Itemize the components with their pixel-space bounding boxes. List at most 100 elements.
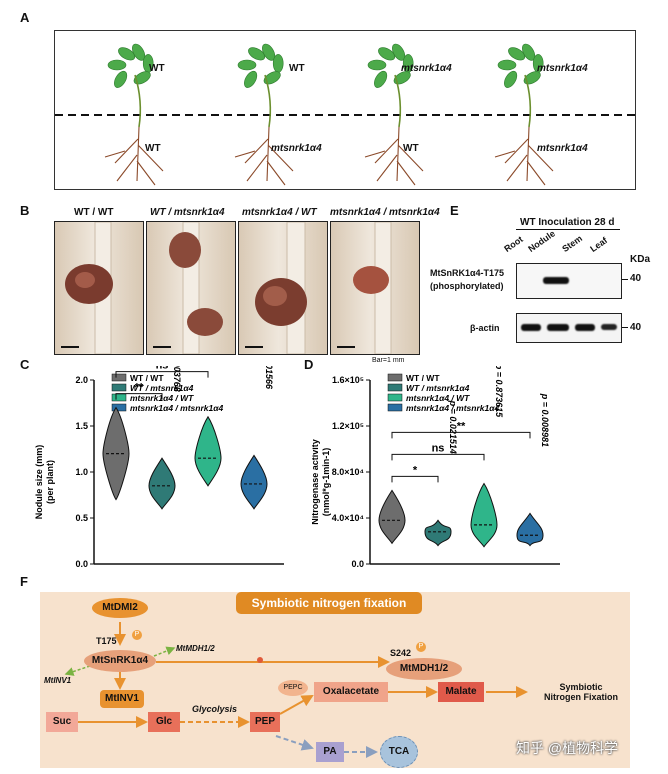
legend-label: mtsnrk1α4 / mtsnrk1α4 — [406, 403, 499, 413]
legend-swatch — [387, 383, 403, 392]
node-mtmdh: MtMDH1/2 — [386, 658, 462, 680]
plant-3 — [364, 43, 424, 186]
node-mtmdh-small: MtMDH1/2 — [176, 644, 215, 653]
y-tick-label: 0.0 — [351, 559, 364, 569]
scale-bar-caption: Bar=1 mm — [372, 357, 405, 364]
legend-label: mtsnrk1α4 / WT — [406, 393, 470, 403]
root-label-3: WT — [403, 143, 419, 154]
y-tick-label: 1.5 — [75, 421, 88, 431]
leaflet — [132, 43, 146, 61]
legend-label: WT / WT — [406, 373, 440, 383]
wb-blot-actin — [516, 313, 622, 343]
pathway-arrows — [64, 622, 528, 758]
leaflet — [118, 47, 136, 61]
grafting-diagram: WT WT mtsnrk1α4 mtsnrk1α4 WT mtsnrk1α4 W… — [54, 30, 636, 190]
leaflet — [262, 43, 276, 61]
p-value-label: p = 0.008981 — [540, 393, 550, 447]
leaflet — [522, 43, 536, 61]
node-glc: Glc — [148, 712, 180, 732]
shoot-label-2: WT — [289, 63, 305, 74]
photo-title-3: mtsnrk1α4 / WT — [242, 207, 317, 218]
node-pep: PEP — [250, 712, 280, 732]
y-tick-label: 1.2×10⁵ — [332, 421, 364, 431]
lane-leaf: Leaf — [588, 235, 610, 254]
node-mtinv1: MtINV1 — [100, 690, 144, 708]
y-tick-label: 0.0 — [75, 559, 88, 569]
grafting-schematic — [55, 43, 635, 186]
stem — [394, 74, 402, 128]
nodule-photo-4 — [330, 221, 420, 355]
root — [364, 126, 424, 186]
node-mtsnrk: MtSnRK1α4 — [84, 650, 156, 672]
node-oxalacetate: Oxalacetate — [314, 682, 388, 702]
p-value-label: p = 0.001566 — [264, 366, 274, 390]
sig-bracket — [115, 371, 209, 378]
y-tick-label: 2.0 — [75, 375, 88, 385]
lane-root: Root — [502, 234, 525, 254]
panel-label-a: A — [20, 10, 30, 25]
label-glycolysis: Glycolysis — [192, 704, 238, 714]
stem — [264, 74, 272, 128]
leaflet — [378, 47, 396, 61]
leaflet — [393, 71, 411, 85]
leaflet — [114, 70, 128, 88]
legend-label: mtsnrk1α4 / mtsnrk1α4 — [130, 403, 223, 413]
legend-swatch — [111, 403, 127, 412]
legend-label: WT / WT — [130, 373, 164, 383]
legend-label: WT / mtsnrk1α4 — [406, 383, 470, 393]
legend-swatch — [387, 373, 403, 382]
node-malate: Malate — [438, 682, 484, 702]
y-tick-label: 0.5 — [75, 513, 88, 523]
wb-blot-phospho — [516, 263, 622, 299]
y-axis-label: Nitrogenase activity — [312, 439, 320, 525]
wb-row1-label-line1: MtSnRK1α4-T175 — [430, 268, 505, 278]
panel-label-f: F — [20, 574, 28, 589]
watermark: 知乎 @植物科学 — [516, 740, 619, 756]
p-value-label: p = 0.003768 — [172, 366, 182, 392]
y-axis-label: (nmol*g-1min-1) — [321, 448, 331, 517]
legend-swatch — [387, 403, 403, 412]
node-pa: PA — [316, 742, 344, 762]
leaflet — [272, 54, 284, 73]
sig-bracket — [391, 431, 531, 439]
wb-header-line — [516, 229, 620, 230]
y-tick-label: 4.0×10⁴ — [332, 513, 364, 523]
wb-row2-label: β-actin — [470, 323, 500, 333]
root-label-2: mtsnrk1α4 — [271, 143, 322, 154]
root — [234, 126, 294, 186]
legend-swatch — [111, 393, 127, 402]
panel-label-d: D — [304, 357, 314, 372]
sig-label: ns — [432, 442, 445, 454]
node-snf: Symbiotic Nitrogen Fixation — [536, 682, 626, 702]
legend-swatch — [111, 373, 127, 382]
pathway-panel: Symbiotic nitrogen fixation MtDMI2 T175 … — [40, 592, 630, 768]
leaflet — [133, 71, 151, 85]
phospho-marker-2: P — [416, 642, 426, 652]
p-value-label: p = 0.021514 — [448, 400, 458, 454]
node-tca: TCA — [380, 736, 418, 768]
root-label-1: WT — [145, 143, 161, 154]
sig-label: ** — [457, 420, 466, 432]
sig-bracket — [115, 393, 163, 400]
lane-nodule: Nodule — [526, 228, 557, 254]
violin-1 — [378, 489, 406, 545]
root-label-4: mtsnrk1α4 — [537, 143, 588, 154]
shoot-label-3: mtsnrk1α4 — [401, 63, 452, 74]
violin-2 — [148, 457, 176, 510]
sig-label: ns — [156, 366, 169, 372]
leaflet — [374, 70, 388, 88]
plant-2 — [234, 43, 294, 186]
stem — [524, 74, 532, 128]
node-suc: Suc — [46, 712, 78, 732]
lane-stem: Stem — [560, 233, 585, 254]
node-mtinv1-small: MtINV1 — [44, 676, 72, 685]
violin-2 — [424, 519, 452, 547]
leaflet — [504, 70, 518, 88]
sig-bracket — [391, 475, 439, 483]
legend-swatch — [111, 383, 127, 392]
p-value-label: p = 0.873615 — [494, 366, 504, 418]
wb-header: WT Inoculation 28 d — [520, 217, 615, 228]
leaflet — [508, 47, 526, 61]
nodule-photo-2 — [146, 221, 236, 355]
